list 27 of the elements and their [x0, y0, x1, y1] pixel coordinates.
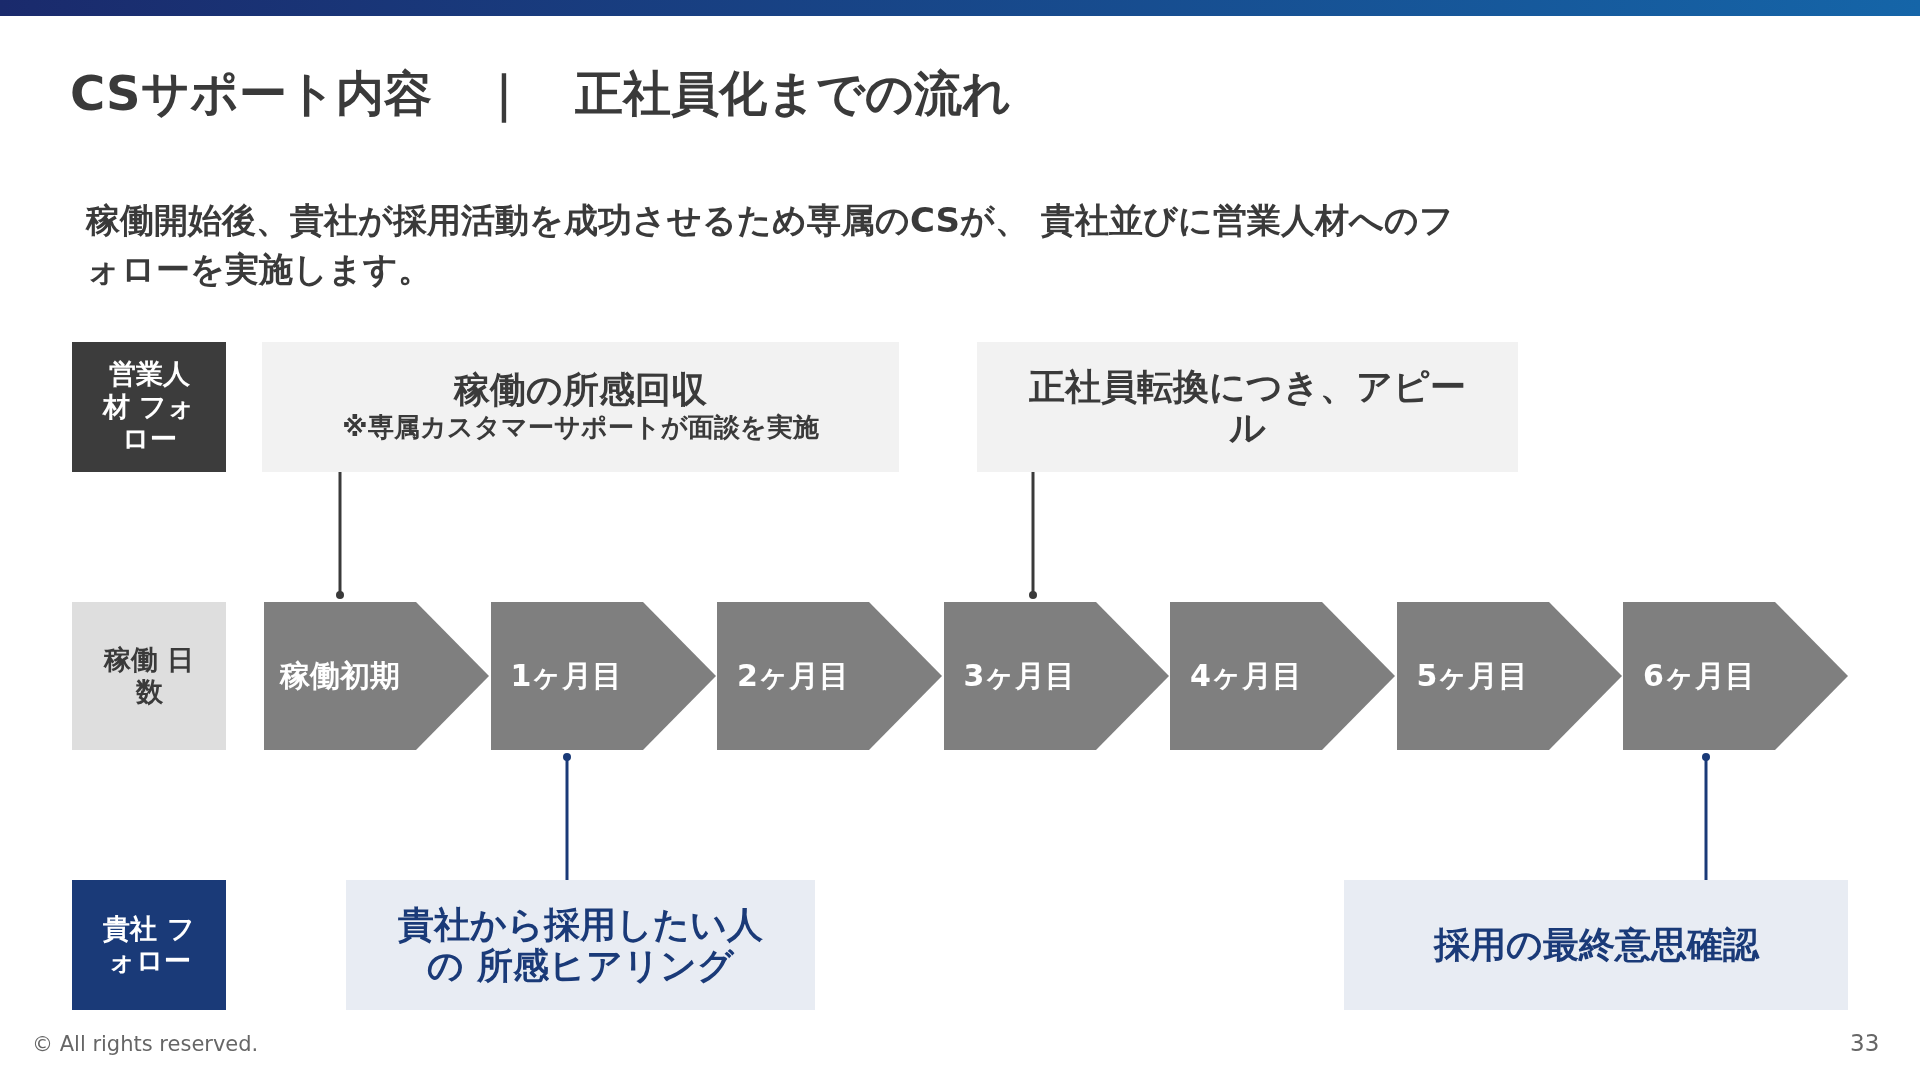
connector-line	[1702, 753, 1710, 880]
connector-line	[563, 753, 571, 880]
connector-line	[1029, 472, 1037, 599]
chevron-step: 4ヶ月目	[1170, 602, 1395, 750]
chevron-step: 2ヶ月目	[717, 602, 942, 750]
box-heading: 正社員転換につき、アピール	[1028, 365, 1467, 449]
chevron-step: 5ヶ月目	[1396, 602, 1622, 750]
note-box	[977, 342, 1518, 472]
chevron-step: 稼働初期	[264, 602, 489, 750]
connector-line	[336, 472, 344, 599]
page-title: CSサポート内容 ｜ 正社員化までの流れ	[70, 64, 1011, 125]
chevron-step: 3ヶ月目	[943, 602, 1169, 750]
note-box	[346, 880, 815, 1010]
note-box	[262, 342, 899, 472]
intro-text: 稼働開始後、貴社が採用活動を成功させるため専属のCSが、 貴社並びに営業人材へのフォローを実施します。	[86, 199, 1455, 292]
copyright-note: © All rights reserved.	[32, 1032, 259, 1056]
note-box	[1344, 880, 1848, 1010]
row-header: 稼働 日数	[72, 602, 226, 750]
chevron-step: 1ヶ月目	[490, 602, 716, 750]
row-header: 貴社 フォロー	[72, 880, 226, 1010]
box-heading: 採用の最終意思確認	[1432, 924, 1761, 966]
page-number: 33	[1850, 1030, 1880, 1056]
box-note: ※専属カスタマーサポートが面談を実施	[342, 410, 819, 444]
box-heading: 貴社から採用したい人の 所感ヒアリング	[397, 903, 764, 987]
chevron-step: 6ヶ月目	[1623, 602, 1848, 750]
box-heading: 稼働の所感回収	[452, 369, 708, 411]
row-header: 営業人材 フォロー	[72, 342, 226, 472]
